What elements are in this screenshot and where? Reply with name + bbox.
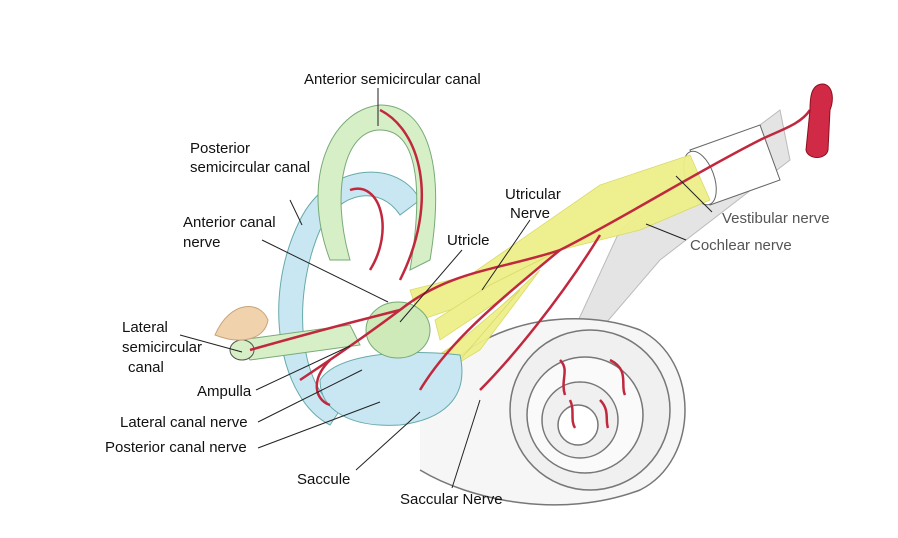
label-saccular-nerve: Saccular Nerve — [400, 491, 503, 508]
posterior-semicircular-canal — [278, 171, 421, 426]
ampulla-bulb — [214, 306, 269, 341]
label-saccule: Saccule — [297, 471, 350, 488]
label-cochlear-nerve: Cochlear nerve — [690, 237, 792, 254]
utricle-shape — [365, 301, 431, 359]
saccule-shape — [319, 352, 463, 426]
label-lateral-canal-nerve: Lateral canal nerve — [120, 414, 248, 431]
label-posterior-semicircular-canal: Posterior semicircular canal — [190, 140, 310, 176]
label-ampulla: Ampulla — [197, 383, 252, 400]
label-anterior-canal-nerve: Anterior canal nerve — [183, 214, 280, 251]
label-utricle: Utricle — [447, 232, 490, 249]
cochlea — [419, 318, 686, 506]
leader-lines — [179, 88, 713, 489]
label-lateral-semicircular-canal: Lateral semicircular canal — [122, 319, 206, 376]
label-posterior-canal-nerve: Posterior canal nerve — [105, 439, 247, 456]
label-anterior-semicircular-canal: Anterior semicircular canal — [304, 71, 481, 88]
blood-vessels — [249, 108, 812, 429]
anterior-semicircular-canal — [317, 104, 437, 271]
label-utricular-nerve: Utricular Nerve — [505, 186, 565, 222]
artery-stub — [805, 83, 833, 158]
label-vestibular-nerve: Vestibular nerve — [722, 210, 830, 227]
